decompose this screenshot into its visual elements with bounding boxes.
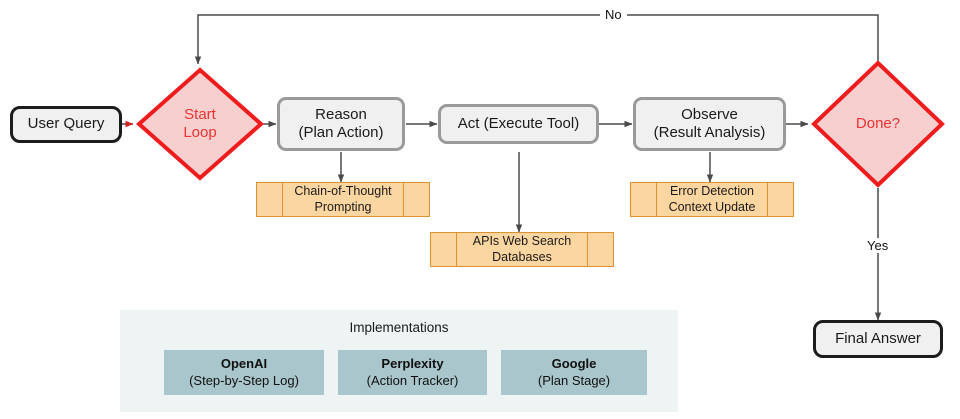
- note-seam-left: [282, 183, 283, 216]
- note-chain-of-thought: Chain-of-Thought Prompting: [256, 182, 430, 217]
- note-tools: APIs Web Search Databases: [430, 232, 614, 267]
- node-observe-line1: Observe: [681, 105, 738, 123]
- implementations-panel: Implementations OpenAI (Step-by-Step Log…: [120, 310, 678, 412]
- node-reason-line2: (Plan Action): [298, 124, 384, 141]
- note-error-detection-text: Error Detection Context Update: [668, 183, 756, 214]
- node-done-label: Done?: [855, 114, 901, 132]
- node-act-label: Act (Execute Tool): [457, 114, 580, 132]
- node-observe[interactable]: Observe (Result Analysis): [633, 97, 786, 151]
- implementation-card-perplexity[interactable]: Perplexity (Action Tracker): [338, 350, 487, 395]
- note-tools-text: APIs Web Search Databases: [472, 233, 572, 264]
- node-user-query-label: User Query: [27, 115, 105, 133]
- node-final-answer[interactable]: Final Answer: [813, 320, 943, 358]
- done-diamond-shape: [811, 60, 945, 188]
- implementations-title: Implementations: [349, 320, 449, 335]
- note-seam-right: [587, 233, 588, 266]
- node-user-query[interactable]: User Query: [10, 106, 122, 143]
- note-error-detection: Error Detection Context Update: [630, 182, 794, 217]
- implementation-card-detail: (Step-by-Step Log): [189, 372, 299, 388]
- start-loop-diamond-shape: [135, 67, 265, 181]
- node-reason-line1: Reason: [315, 105, 367, 123]
- node-final-answer-label: Final Answer: [835, 329, 921, 347]
- node-start-loop-label: Start Loop: [136, 67, 264, 181]
- implementation-card-detail: (Action Tracker): [366, 372, 459, 388]
- node-reason[interactable]: Reason (Plan Action): [277, 97, 405, 151]
- implementation-card-detail: (Plan Stage): [537, 372, 611, 388]
- node-start-loop[interactable]: Start Loop: [135, 67, 265, 181]
- node-act[interactable]: Act (Execute Tool): [438, 104, 599, 144]
- start-loop-line1: Start: [184, 105, 216, 123]
- implementation-card-name: Google: [551, 355, 597, 371]
- start-loop-line2: Loop: [183, 124, 217, 141]
- note-chain-of-thought-text: Chain-of-Thought Prompting: [294, 183, 392, 214]
- note-seam-left: [656, 183, 657, 216]
- edge-label-yes: Yes: [862, 238, 894, 253]
- edge-label-no: No: [600, 7, 627, 22]
- implementation-card-name: Perplexity: [381, 355, 444, 371]
- implementation-card-openai[interactable]: OpenAI (Step-by-Step Log): [164, 350, 324, 395]
- note-seam-right: [767, 183, 768, 216]
- note-seam-left: [456, 233, 457, 266]
- node-observe-line2: (Result Analysis): [653, 124, 766, 141]
- note-seam-right: [403, 183, 404, 216]
- implementation-card-name: OpenAI: [220, 355, 268, 371]
- node-done-decision[interactable]: Done?: [811, 60, 945, 188]
- implementation-card-google[interactable]: Google (Plan Stage): [501, 350, 647, 395]
